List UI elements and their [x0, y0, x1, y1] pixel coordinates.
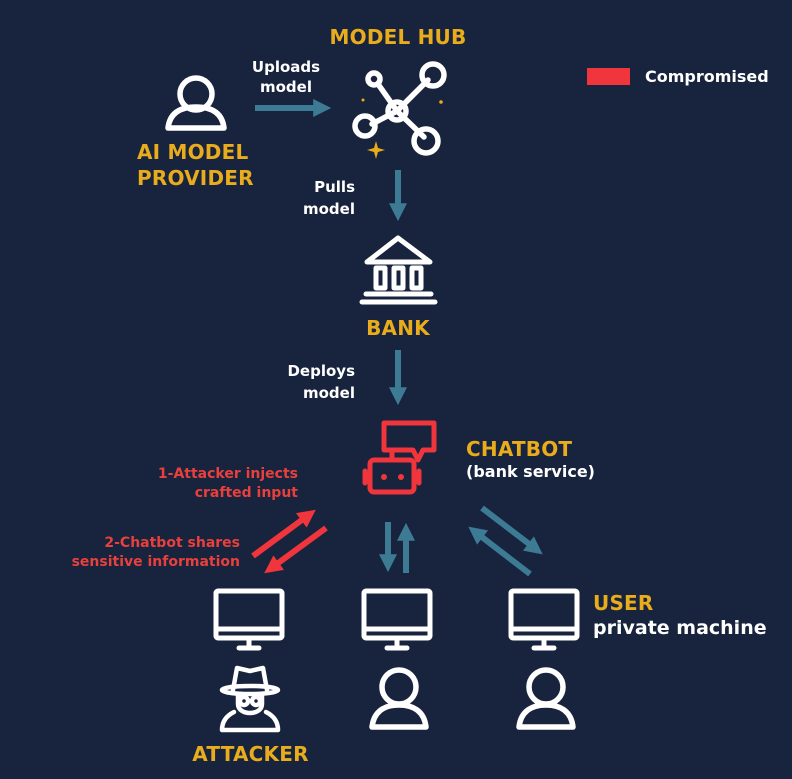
legend-swatch — [587, 68, 630, 85]
legend-label: Compromised — [645, 67, 769, 86]
user-person-icon — [516, 667, 576, 730]
provider-person-icon — [165, 75, 227, 131]
private-machine-monitor-icon — [508, 588, 580, 651]
user-monitor-icon — [361, 588, 433, 651]
user-subtitle: private machine — [593, 617, 767, 639]
robot-eye — [398, 474, 404, 480]
provider-title-line1: AI MODEL — [137, 140, 249, 164]
deploys-label-line1: Deploys — [287, 362, 355, 380]
network-hub-icon — [352, 61, 447, 156]
chatbot-robot-icon — [362, 420, 437, 495]
provider-title-line2: PROVIDER — [137, 166, 254, 190]
pulls-label-line2: model — [303, 200, 355, 218]
attacker-input-arrow — [251, 509, 316, 559]
attacker-monitor-icon — [213, 588, 285, 651]
model-hub-title: MODEL HUB — [329, 25, 467, 49]
sparkle-dot — [361, 98, 365, 102]
attacker-spy-icon — [219, 665, 281, 733]
attack-step-2-line1: 2-Chatbot shares — [104, 535, 240, 551]
chatbot-title: CHATBOT — [466, 437, 573, 461]
chatbot-to-private-machine-arrow — [480, 505, 543, 555]
sparkle-dot — [439, 100, 443, 104]
bank-title: BANK — [366, 316, 430, 340]
information-leak-arrow — [264, 525, 328, 574]
attack-step-1-line2: crafted input — [194, 485, 298, 501]
sparkle-icon — [367, 141, 385, 159]
attacker-title: ATTACKER — [192, 742, 309, 766]
chatbot-subtitle: (bank service) — [466, 462, 595, 481]
attack-step-1-line1: 1-Attacker injects — [157, 466, 298, 482]
user-person-icon — [369, 667, 429, 730]
private-machine-to-chatbot-arrow — [468, 526, 532, 577]
user-title: USER — [593, 591, 654, 615]
robot-eye — [381, 474, 387, 480]
pulls-label-line1: Pulls — [314, 178, 355, 196]
uploads-label-line1: Uploads — [251, 58, 321, 76]
bank-building-icon — [359, 235, 438, 305]
uploads-label-line2: model — [260, 78, 312, 96]
attack-step-2-line2: sensitive information — [71, 554, 240, 570]
deploys-label-line2: model — [303, 384, 355, 402]
